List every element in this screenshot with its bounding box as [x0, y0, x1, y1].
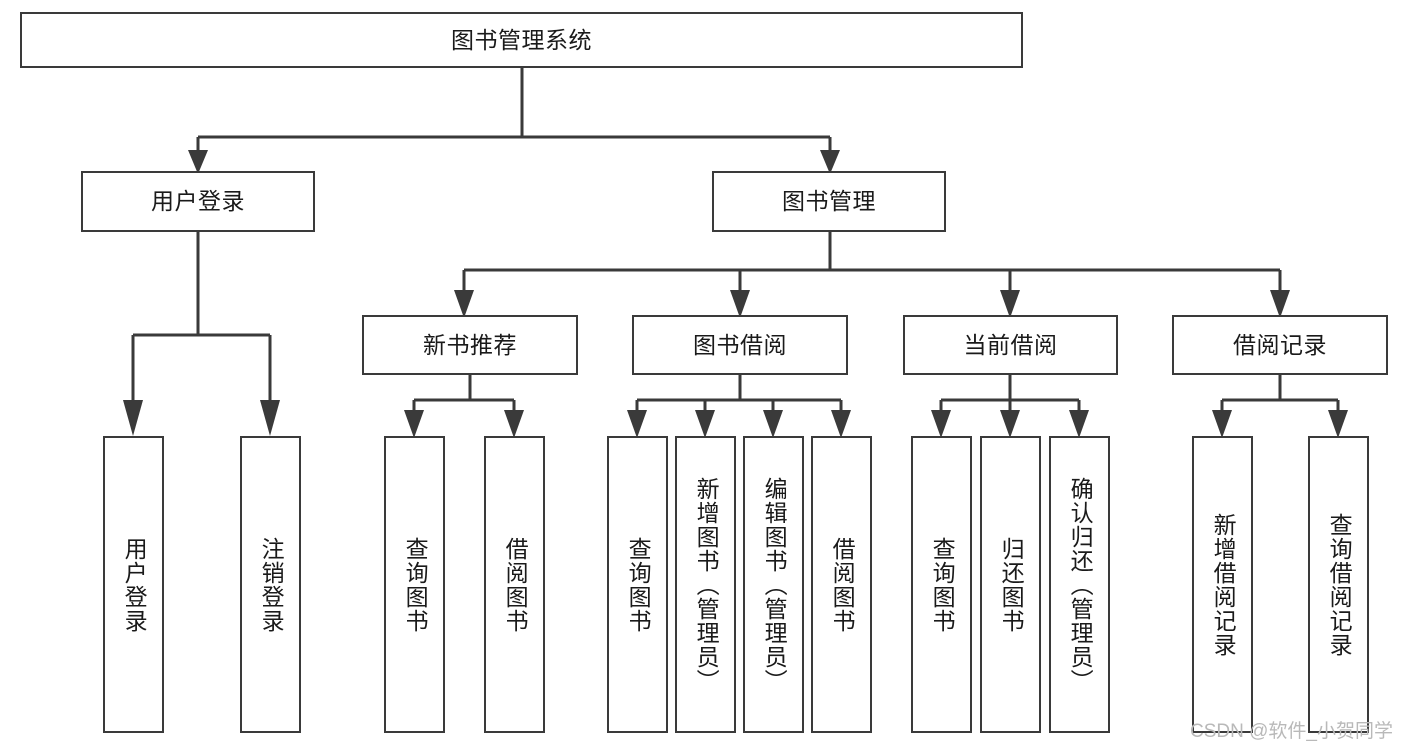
node-label: 查询图书: [625, 536, 652, 633]
leaf-user-login[interactable]: 用户登录: [103, 436, 164, 733]
leaf-query-book-recommend[interactable]: 查询图书: [384, 436, 445, 733]
node-user-login[interactable]: 用户登录: [81, 171, 315, 232]
node-new-book-recommend[interactable]: 新书推荐: [362, 315, 578, 375]
node-label: 借阅图书: [502, 536, 529, 633]
node-book-management[interactable]: 图书管理: [712, 171, 946, 232]
node-label: 新增借阅记录: [1210, 512, 1237, 657]
node-label: 当前借阅: [963, 331, 1058, 358]
node-label: 查询图书: [402, 536, 429, 633]
leaf-query-book-borrow[interactable]: 查询图书: [607, 436, 668, 733]
node-label: 归还图书: [998, 536, 1025, 633]
node-label: 图书借阅: [693, 331, 787, 358]
leaf-return-book[interactable]: 归还图书: [980, 436, 1041, 733]
leaf-borrow-book-recommend[interactable]: 借阅图书: [484, 436, 545, 733]
leaf-edit-book-admin[interactable]: 编辑图书（管理员）: [743, 436, 804, 733]
node-label: 新书推荐: [423, 331, 517, 358]
csdn-watermark: CSDN @软件_小贺同学: [1190, 721, 1393, 742]
leaf-query-borrow-record[interactable]: 查询借阅记录: [1308, 436, 1369, 733]
node-label: 用户登录: [121, 536, 148, 633]
node-label: 查询借阅记录: [1326, 512, 1353, 657]
leaf-confirm-return-admin[interactable]: 确认归还（管理员）: [1049, 436, 1110, 733]
node-label: 查询图书: [929, 536, 956, 633]
node-label: 用户登录: [151, 188, 245, 215]
node-root-system[interactable]: 图书管理系统: [20, 12, 1023, 68]
node-label: 确认归还（管理员）: [1067, 476, 1094, 693]
node-label: 图书管理: [782, 188, 876, 215]
node-label: 借阅记录: [1233, 331, 1327, 358]
node-label: 新增图书（管理员）: [693, 476, 720, 693]
node-current-borrow[interactable]: 当前借阅: [903, 315, 1118, 375]
leaf-query-book-current[interactable]: 查询图书: [911, 436, 972, 733]
node-label: 图书管理系统: [451, 26, 592, 53]
node-label: 编辑图书（管理员）: [761, 476, 788, 693]
leaf-borrow-book[interactable]: 借阅图书: [811, 436, 872, 733]
node-label: 借阅图书: [829, 536, 856, 633]
node-borrow-record[interactable]: 借阅记录: [1172, 315, 1388, 375]
node-label: 注销登录: [258, 536, 285, 633]
leaf-add-borrow-record[interactable]: 新增借阅记录: [1192, 436, 1253, 733]
leaf-add-book-admin[interactable]: 新增图书（管理员）: [675, 436, 736, 733]
leaf-logout[interactable]: 注销登录: [240, 436, 301, 733]
node-book-borrow[interactable]: 图书借阅: [632, 315, 848, 375]
